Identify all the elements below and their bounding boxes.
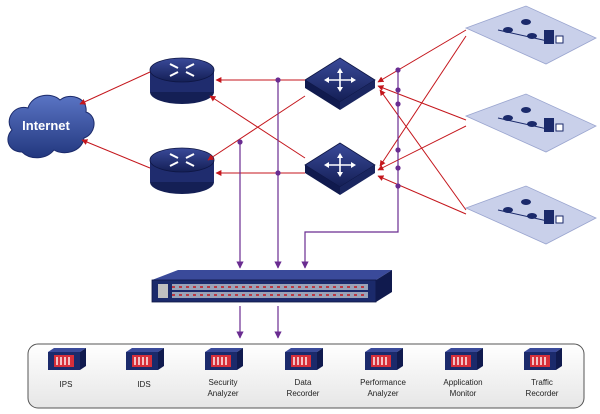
tap-point (395, 165, 401, 171)
lan-bottom-to-switch-bottom-link (377, 175, 467, 215)
lan-segment-middle (464, 93, 597, 153)
switch-top-to-router-bottom-link (207, 95, 306, 161)
tap-point (237, 139, 243, 145)
lan-segment-top (464, 5, 597, 65)
tool-ids: IDS (126, 348, 164, 389)
tap-point (395, 183, 401, 189)
tap-points (237, 67, 401, 189)
lan-segment-icon (497, 107, 564, 132)
tap-point (395, 101, 401, 107)
router-icon (169, 153, 195, 167)
router-top (149, 57, 215, 104)
switch-icon (324, 153, 356, 177)
tap-point (395, 87, 401, 93)
lan-top-to-switch-bottom-link (379, 35, 467, 167)
lan-segment-bottom (464, 185, 597, 245)
lan-bottom-to-switch-top-link (379, 89, 467, 211)
tap-point (395, 67, 401, 73)
internet-cloud: Internet (7, 94, 95, 159)
internet-label: Internet (22, 118, 70, 133)
lan-top-to-switch-top-link (377, 29, 467, 83)
tap-point (275, 170, 281, 176)
router-icon (169, 63, 195, 77)
lan-segment-icon (497, 199, 564, 224)
traffic-links (79, 29, 467, 215)
router-top-to-internet-link (79, 71, 151, 105)
tap-point (275, 77, 281, 83)
tool-ips: IPS (48, 348, 86, 389)
tool-label: IDS (137, 380, 150, 389)
lan-segment-icon (497, 19, 564, 44)
router-bottom-to-internet-link (81, 139, 151, 169)
packet-broker-icon (158, 284, 368, 298)
switch-top (304, 57, 376, 110)
switch-icon (324, 68, 356, 92)
tap-point (395, 147, 401, 153)
switch-bottom-to-router-top-link (209, 95, 306, 159)
tool-label: IPS (60, 380, 73, 389)
packet-broker-appliance (151, 270, 392, 303)
router-bottom (149, 147, 215, 194)
switch-bottom (304, 142, 376, 195)
lan-middle-to-switch-bottom-link (377, 125, 467, 171)
